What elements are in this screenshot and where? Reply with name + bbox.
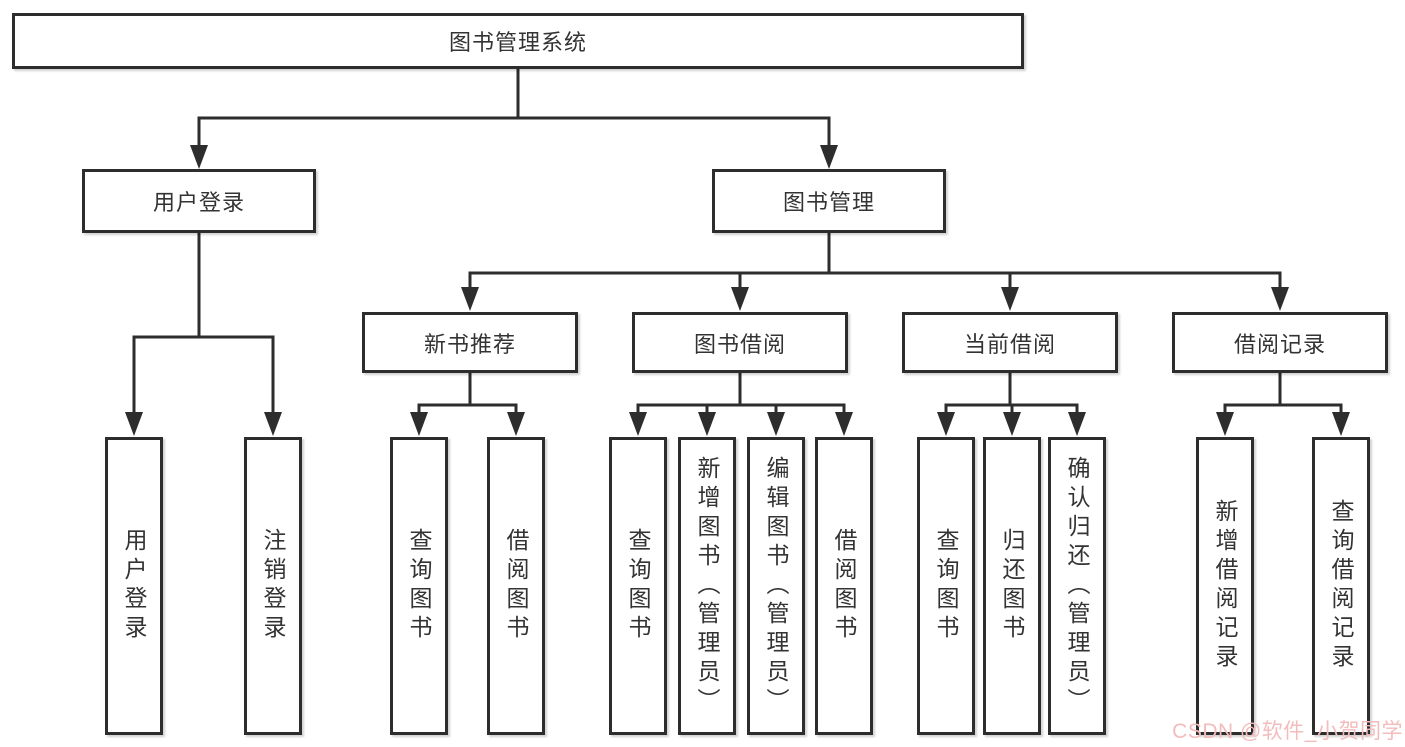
leaf-user-login: 用户登录 xyxy=(105,437,163,735)
leaf-query-borrow-record-label: 查询借阅记录 xyxy=(1328,499,1354,673)
node-book-borrowing-label: 图书借阅 xyxy=(693,331,786,357)
leaf-confirm-return-admin-label: 确认归还（管理员） xyxy=(1064,455,1090,717)
leaf-query-book-borrowing: 查询图书 xyxy=(609,437,667,735)
leaf-borrow-book: 借阅图书 xyxy=(815,437,873,735)
node-current-borrowing-label: 当前借阅 xyxy=(963,331,1056,357)
node-current-borrowing: 当前借阅 xyxy=(902,312,1118,373)
watermark: CSDN @软件_小贺同学 xyxy=(1172,720,1403,743)
connector-root-to-branches xyxy=(190,69,838,169)
leaf-query-book-current-label: 查询图书 xyxy=(933,528,959,644)
connector-book-management-children xyxy=(461,233,1289,311)
leaf-borrow-book-recommend-label: 借阅图书 xyxy=(503,528,529,644)
leaf-add-borrow-record: 新增借阅记录 xyxy=(1196,437,1254,735)
leaf-user-login-label: 用户登录 xyxy=(121,528,147,644)
node-new-book-recommend-label: 新书推荐 xyxy=(423,331,516,357)
node-user-login-label: 用户登录 xyxy=(152,190,245,215)
leaf-borrow-book-recommend: 借阅图书 xyxy=(487,437,545,735)
leaf-add-book-admin-label: 新增图书（管理员） xyxy=(694,455,720,717)
leaf-add-borrow-record-label: 新增借阅记录 xyxy=(1212,499,1238,673)
leaf-query-book-current: 查询图书 xyxy=(917,437,975,735)
leaf-confirm-return-admin: 确认归还（管理员） xyxy=(1048,437,1106,735)
leaf-add-book-admin: 新增图书（管理员） xyxy=(678,437,736,735)
node-new-book-recommend: 新书推荐 xyxy=(362,312,578,373)
leaf-edit-book-admin: 编辑图书（管理员） xyxy=(747,437,805,735)
node-book-management-label: 图书管理 xyxy=(782,190,875,215)
leaf-return-book-label: 归还图书 xyxy=(999,528,1025,644)
node-borrowing-records-label: 借阅记录 xyxy=(1233,331,1326,357)
leaf-borrow-book-label: 借阅图书 xyxy=(831,528,857,644)
leaf-query-book-recommend: 查询图书 xyxy=(390,437,448,735)
connector-user-login-children xyxy=(125,233,282,436)
node-root-label: 图书管理系统 xyxy=(448,30,587,55)
connector-book-borrowing-children xyxy=(629,373,853,436)
leaf-edit-book-admin-label: 编辑图书（管理员） xyxy=(763,455,789,717)
connector-new-book-children xyxy=(410,373,525,436)
leaf-return-book: 归还图书 xyxy=(983,437,1041,735)
leaf-query-borrow-record: 查询借阅记录 xyxy=(1312,437,1370,735)
leaf-logout: 注销登录 xyxy=(244,437,302,735)
node-book-management: 图书管理 xyxy=(712,169,946,233)
node-root: 图书管理系统 xyxy=(12,13,1024,69)
leaf-query-book-recommend-label: 查询图书 xyxy=(406,528,432,644)
connector-borrow-records-children xyxy=(1216,373,1350,436)
node-book-borrowing: 图书借阅 xyxy=(632,312,848,373)
leaf-query-book-borrowing-label: 查询图书 xyxy=(625,528,651,644)
leaf-logout-label: 注销登录 xyxy=(260,528,286,644)
node-user-login: 用户登录 xyxy=(82,169,316,233)
node-borrowing-records: 借阅记录 xyxy=(1172,312,1388,373)
connector-current-borrowing-children xyxy=(937,373,1086,436)
